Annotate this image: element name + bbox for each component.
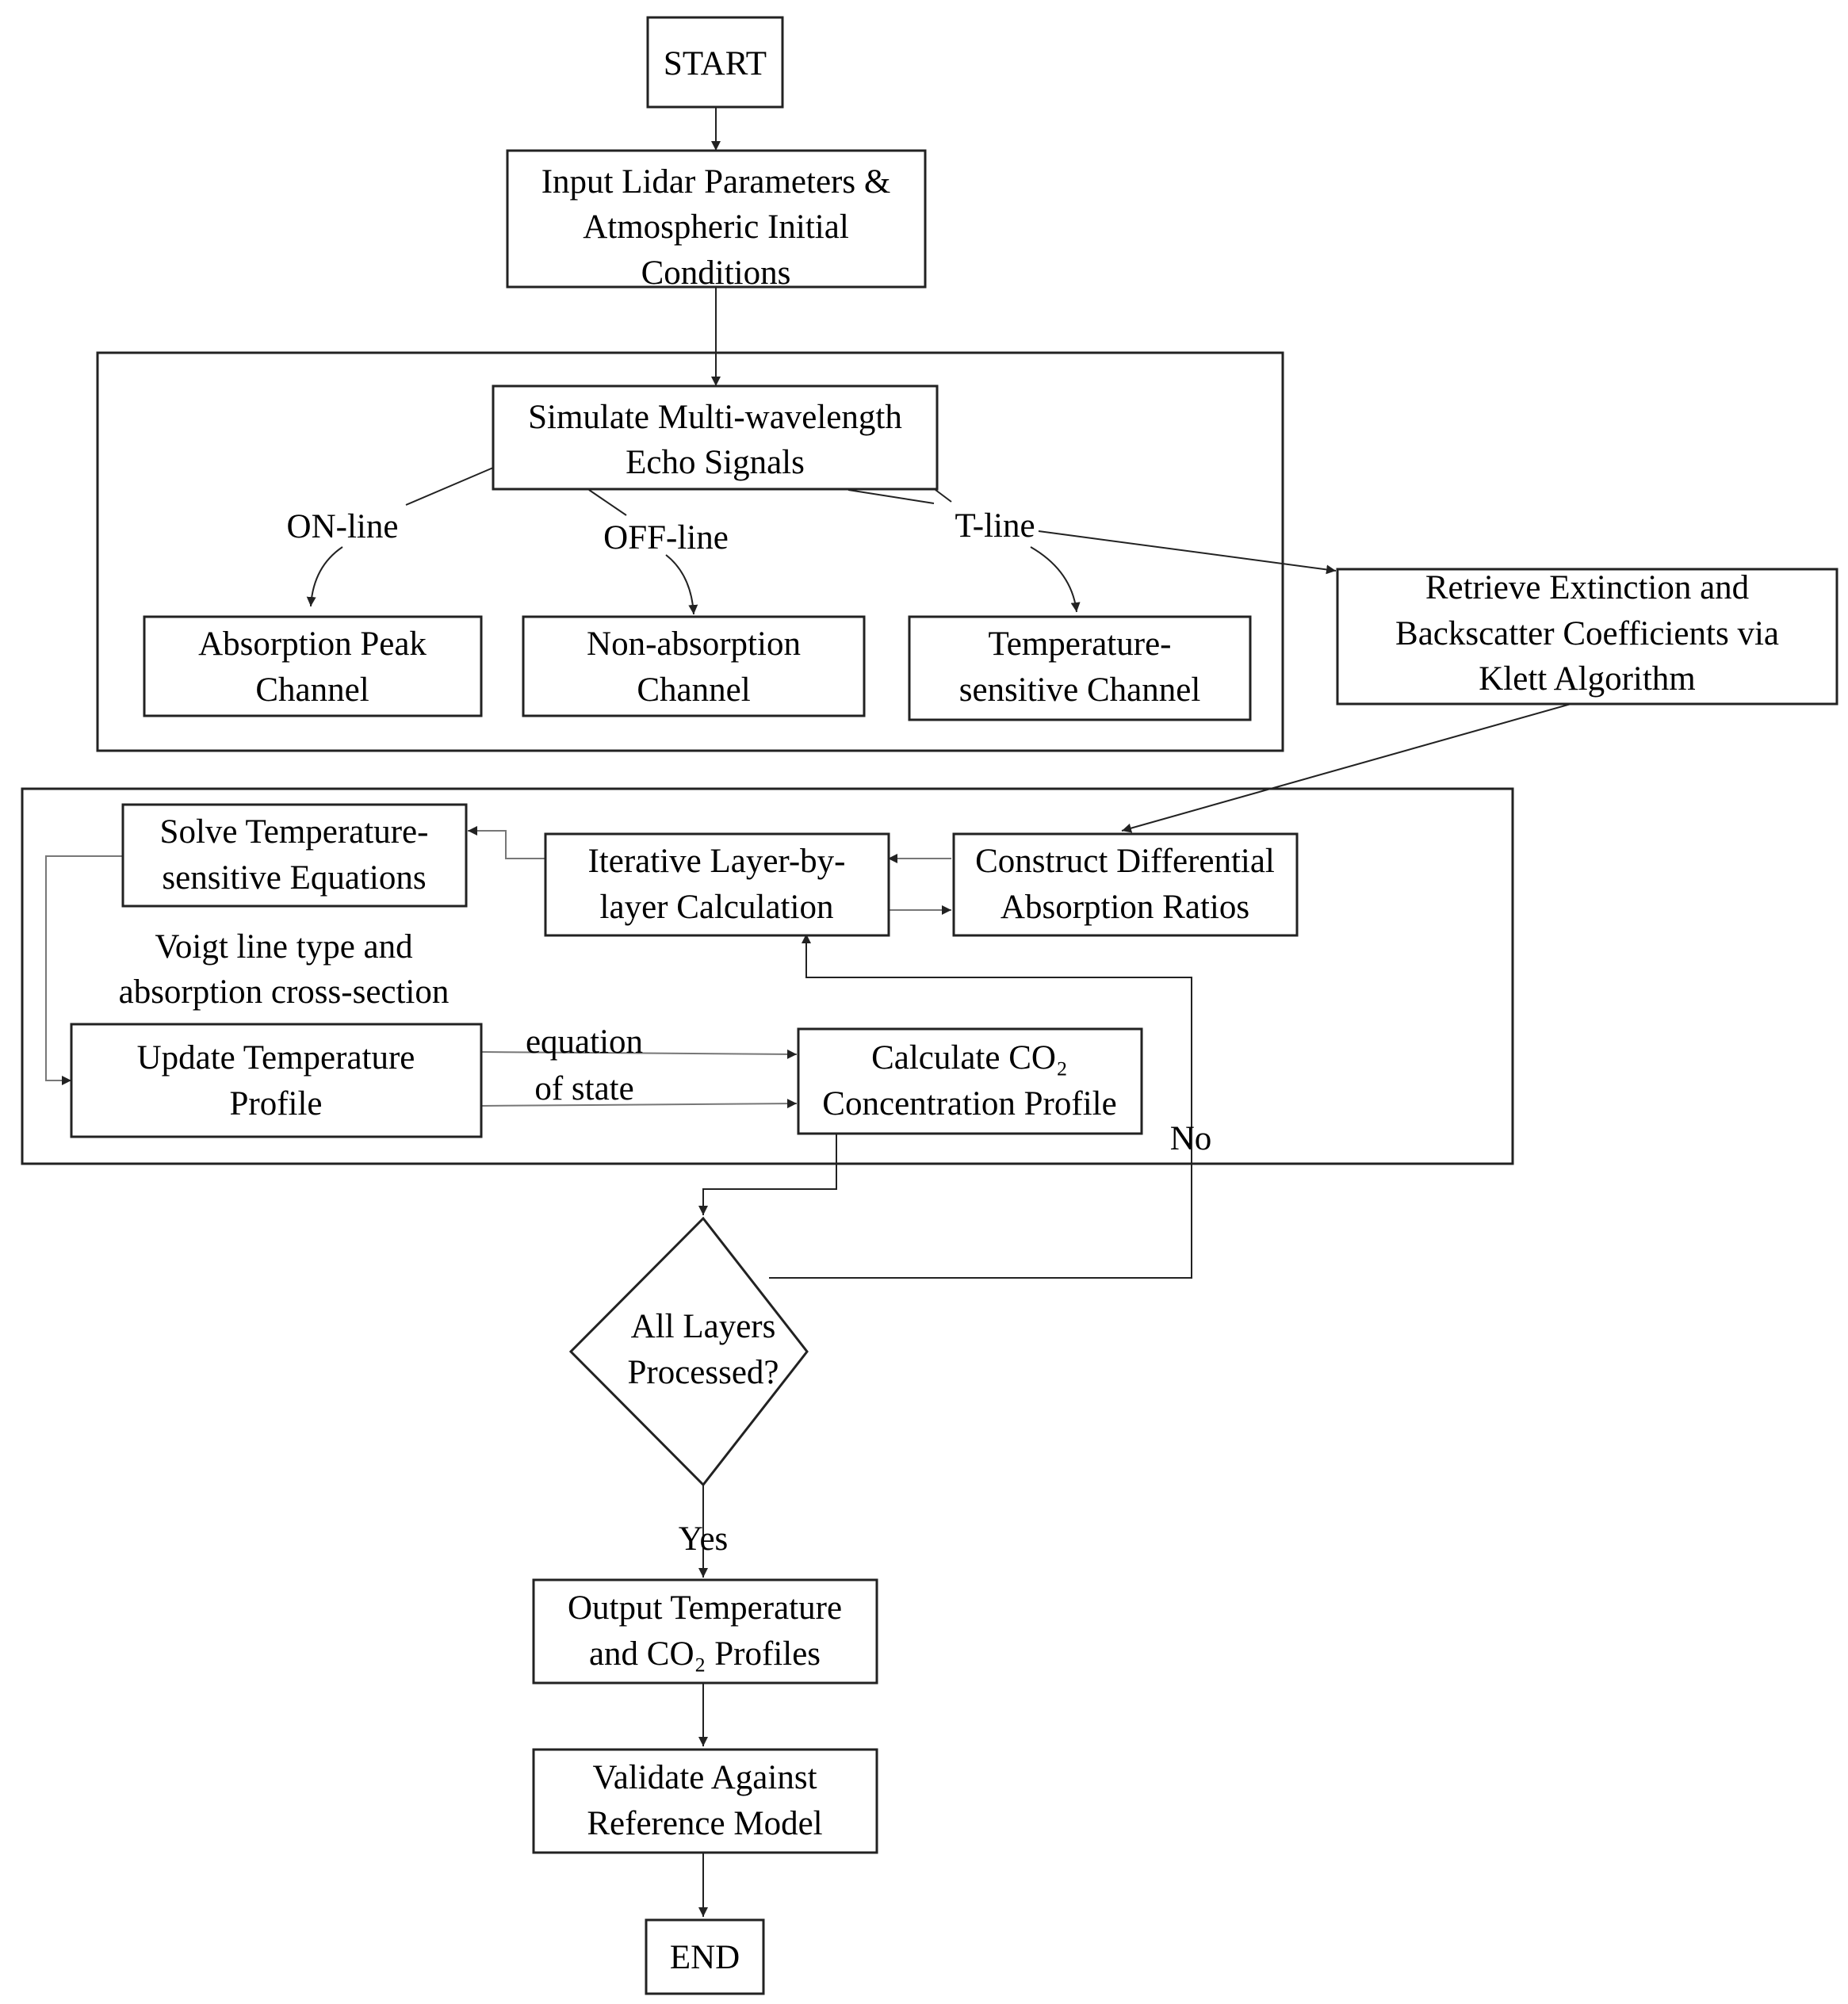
input-node: Input Lidar Parameters & Atmospheric Ini…	[506, 149, 927, 292]
retrieve-node: Retrieve Extinction and Backscatter Coef…	[1336, 568, 1838, 706]
simulate-node: Simulate Multi-wavelength Echo Signals	[492, 384, 939, 491]
simulate-label-line2: Echo Signals	[626, 444, 805, 481]
t-line-label: T-line	[955, 507, 1035, 545]
validate-label-line1: Validate Against	[592, 1759, 817, 1796]
equation-of-state-label-line2: of state	[534, 1070, 633, 1107]
connectors	[45, 107, 1574, 1917]
iterative-label-line2: layer Calculation	[600, 889, 834, 926]
on-line-label: ON-line	[287, 508, 399, 545]
yes-label: Yes	[679, 1520, 729, 1558]
non-absorption-label-line2: Channel	[637, 671, 750, 709]
update-label-line2: Profile	[229, 1085, 322, 1122]
edge-t-line	[935, 489, 1077, 612]
input-label-line1: Input Lidar Parameters &	[541, 163, 891, 201]
solve-label-line2: sensitive Equations	[162, 859, 426, 897]
output-label-line1: Output Temperature	[568, 1589, 842, 1627]
solve-label-line1: Solve Temperature-	[160, 813, 429, 851]
signal-simulation-group	[96, 351, 1284, 752]
calculate-label-line2: Concentration Profile	[822, 1085, 1116, 1122]
edge-retrieve-to-construct	[1121, 702, 1574, 833]
update-node: Update Temperature Profile	[70, 1023, 483, 1138]
start-label: START	[664, 45, 767, 82]
construct-node: Construct Differential Absorption Ratios	[952, 832, 1299, 937]
input-label-line3: Conditions	[641, 254, 791, 292]
voigt-label-line2: absorption cross-section	[119, 973, 450, 1011]
calculate-label-line1: Calculate CO₂	[871, 1039, 1068, 1077]
temperature-sensitive-channel-node: Temperature- sensitive Channel	[908, 615, 1252, 721]
equation-of-state-label-line1: equation	[526, 1023, 643, 1061]
construct-label-line2: Absorption Ratios	[1001, 889, 1249, 926]
edge-update-to-calculate-top	[481, 1049, 798, 1059]
validate-node: Validate Against Reference Model	[532, 1748, 878, 1854]
edge-on-line	[311, 467, 494, 606]
temperature-sensitive-label-line2: sensitive Channel	[959, 671, 1201, 709]
absorption-peak-label-line1: Absorption Peak	[198, 625, 427, 663]
edge-solve-to-update	[45, 855, 123, 1085]
retrieve-label-line1: Retrieve Extinction and	[1425, 569, 1749, 606]
iterative-label-line1: Iterative Layer-by-	[587, 843, 845, 880]
non-absorption-label-line1: Non-absorption	[587, 625, 801, 663]
edge-update-to-calculate-bottom	[481, 1099, 798, 1109]
calculate-node: Calculate CO₂ Concentration Profile	[797, 1027, 1143, 1135]
end-node: END	[645, 1918, 765, 1995]
no-label: No	[1170, 1120, 1212, 1157]
start-node: START	[646, 16, 784, 109]
output-label-line2: and CO₂ Profiles	[589, 1635, 821, 1673]
construct-label-line1: Construct Differential	[975, 843, 1275, 880]
iterative-retrieval-group	[21, 787, 1514, 1165]
decision-label-line1: All Layers	[631, 1308, 776, 1345]
edge-calculate-to-decision	[698, 1134, 837, 1215]
retrieve-label-line2: Backscatter Coefficients via	[1395, 615, 1779, 652]
edge-iterative-to-solve	[468, 826, 545, 859]
edge-simulate-to-retrieve	[847, 489, 1336, 571]
simulate-label-line1: Simulate Multi-wavelength	[528, 399, 902, 436]
edge-off-line	[588, 489, 694, 614]
input-label-line2: Atmospheric Initial	[583, 208, 849, 246]
voigt-label-line1: Voigt line type and	[155, 928, 412, 966]
off-line-label: OFF-line	[603, 519, 729, 556]
solve-node: Solve Temperature- sensitive Equations	[121, 803, 468, 908]
update-label-line1: Update Temperature	[137, 1039, 415, 1077]
decision-node: All Layers Processed?	[568, 1216, 809, 1487]
output-node: Output Temperature and CO₂ Profiles	[532, 1578, 878, 1685]
absorption-peak-label-line2: Channel	[255, 671, 369, 709]
non-absorption-channel-node: Non-absorption Channel	[522, 615, 866, 717]
end-label: END	[670, 1939, 740, 1976]
absorption-peak-channel-node: Absorption Peak Channel	[143, 615, 483, 717]
temperature-sensitive-label-line1: Temperature-	[989, 625, 1172, 663]
iterative-node: Iterative Layer-by- layer Calculation	[544, 832, 890, 937]
decision-label-line2: Processed?	[627, 1354, 779, 1391]
retrieve-label-line3: Klett Algorithm	[1479, 660, 1696, 698]
edge-decision-no-loop	[769, 934, 1192, 1279]
validate-label-line2: Reference Model	[587, 1805, 822, 1842]
